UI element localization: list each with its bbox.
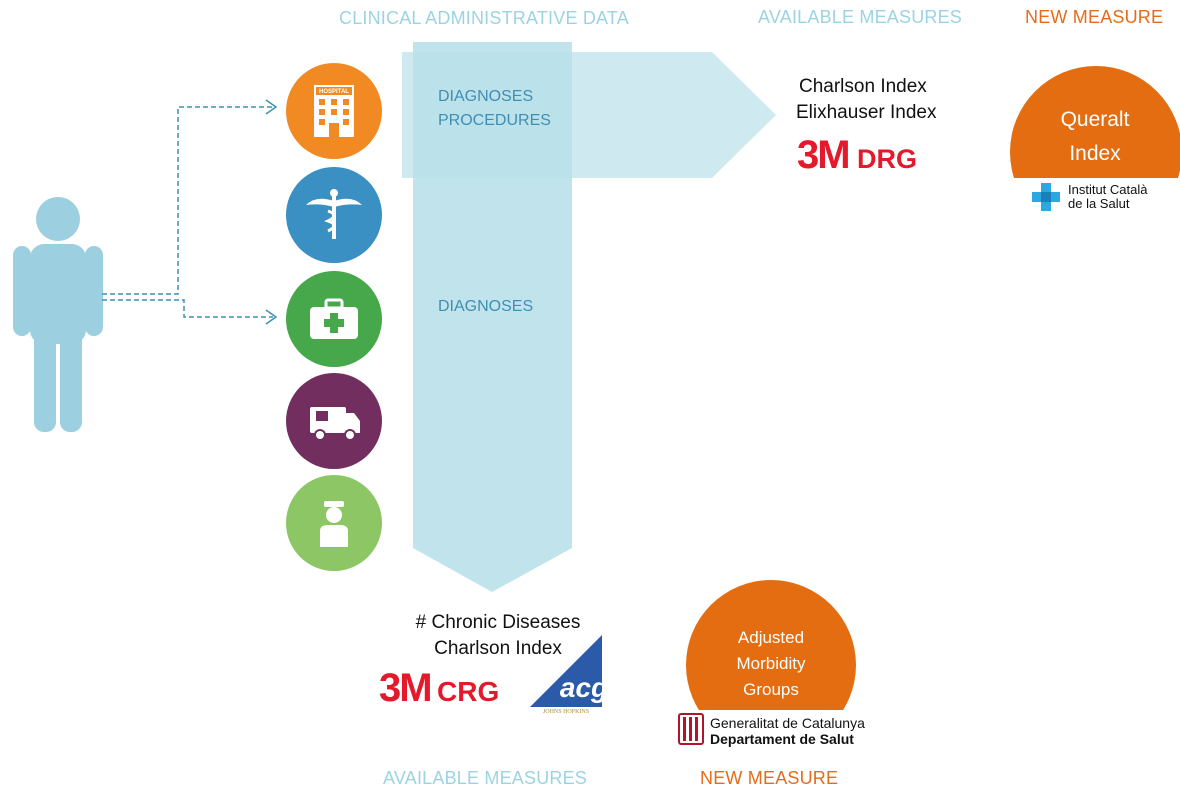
nurse-icon [320,501,348,547]
header-available-measures-bottom: AVAILABLE MEASURES [383,768,588,788]
vertical-flow-arrow [413,42,572,592]
label-diagnoses: DIAGNOSES [438,88,534,105]
vertical-arrow-label: DIAGNOSES [438,298,534,315]
hospital-icon: HOSPITAL [314,85,354,137]
bottom-measures-text: # Chronic Diseases Charlson Index [403,610,593,662]
measure-charlson-index-bottom: Charlson Index [434,638,562,659]
logo-3m-bottom: 3M [379,666,433,710]
queralt-title-line2: Index [1069,142,1121,165]
ics-logo: Institut Català de la Salut [1030,181,1170,215]
amg-title-line1: Adjusted [737,628,805,647]
ics-cross-icon [1032,183,1060,211]
logo-3m-crg: 3M CRG [379,666,499,711]
acg-triangle-icon: acg JOHNS HOPKINS [530,635,608,715]
header-new-measure-bottom: NEW MEASURE [700,768,839,788]
ics-name-line2: de la Salut [1068,196,1130,211]
queralt-index-badge: Queralt Index [1010,66,1180,178]
generalitat-logo: Generalitat de Catalunya Departament de … [678,713,878,747]
care-setting-hospital: HOSPITAL [286,63,382,159]
care-setting-nursing [286,475,382,571]
logo-3m: 3M [797,133,851,177]
care-setting-medical [286,167,382,263]
hospital-sign-text: HOSPITAL [319,89,349,95]
logo-drg: DRG [857,144,918,174]
patient-icon [13,197,103,432]
queralt-title-line1: Queralt [1060,108,1130,131]
amg-title-line2: Morbidity [736,654,806,673]
caduceus-icon [306,189,362,239]
care-setting-primary-care [286,271,382,367]
generalitat-name-line2: Departament de Salut [710,731,854,747]
header-available-measures-top: AVAILABLE MEASURES [758,7,963,27]
measure-chronic-diseases: # Chronic Diseases [415,612,581,633]
horizontal-arrow-label: DIAGNOSES PROCEDURES [438,85,551,133]
ics-name-line1: Institut Català [1068,182,1148,197]
horizontal-flow-arrow [402,52,776,178]
top-measures-text: Charlson Index Elixhauser Index [796,74,936,126]
amg-title-line3: Groups [743,680,799,699]
logo-crg: CRG [437,676,500,707]
acg-logo: acg JOHNS HOPKINS [528,633,608,715]
measure-charlson-index: Charlson Index [799,76,927,97]
measure-elixhauser-index: Elixhauser Index [796,102,937,123]
dashed-connectors [102,106,273,318]
care-setting-emergency [286,373,382,469]
header-new-measure-top: NEW MEASURE [1025,7,1164,27]
generalitat-name-line1: Generalitat de Catalunya [710,715,865,731]
logo-3m-drg: 3M DRG [797,133,917,178]
first-aid-kit-icon [310,298,358,339]
ambulance-icon [310,407,360,441]
label-procedures: PROCEDURES [438,112,551,129]
amg-badge: Adjusted Morbidity Groups [686,580,856,710]
acg-logo-text: acg [560,672,604,703]
acg-sub-text: JOHNS HOPKINS [543,709,589,715]
header-clinical-data: CLINICAL ADMINISTRATIVE DATA [339,8,629,28]
generalitat-emblem-icon [678,713,704,745]
